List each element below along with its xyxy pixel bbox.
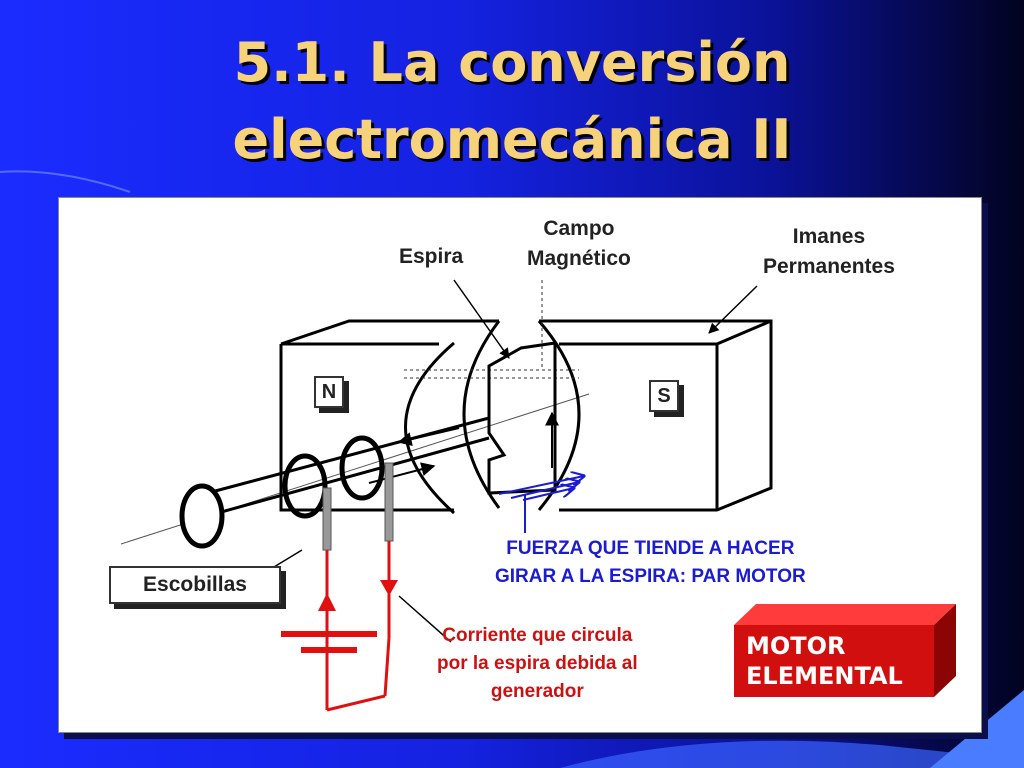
motor-badge-line1: MOTOR xyxy=(746,632,846,660)
imanes-permanentes-line1: Imanes xyxy=(792,225,866,248)
north-pole-label: N xyxy=(314,376,344,408)
battery-circuit xyxy=(281,541,391,712)
slip-ring xyxy=(339,435,385,501)
shaft xyxy=(203,416,490,516)
imanes-permanentes-label: Imanes Permanentes xyxy=(763,222,895,282)
motor-badge-3d xyxy=(734,604,956,697)
imanes-permanentes-line2: Permanentes xyxy=(763,255,895,278)
force-description-line1: FUERZA QUE TIENDE A HACER xyxy=(506,538,795,559)
force-description: FUERZA QUE TIENDE A HACER GIRAR A LA ESP… xyxy=(495,535,806,591)
current-description-line2: por la espira debida al xyxy=(437,653,638,674)
south-pole-label: S xyxy=(649,380,679,412)
slip-ring xyxy=(179,483,225,549)
south-magnet xyxy=(539,319,773,512)
coil-loop xyxy=(487,341,557,495)
brush xyxy=(322,487,332,551)
force-arrows xyxy=(498,476,584,533)
campo-magnetico-line2: Magnético xyxy=(527,247,631,270)
slip-ring xyxy=(282,453,328,519)
campo-magnetico-label: Campo Magnético xyxy=(527,214,631,274)
espira-label: Espira xyxy=(399,245,464,268)
brush xyxy=(384,462,394,542)
north-magnet xyxy=(279,319,499,512)
slide-title-line1: 5.1. La conversión xyxy=(233,31,791,94)
slide-title-line2: electromecánica II xyxy=(232,108,792,171)
motor-elemental-badge: MOTOR ELEMENTAL xyxy=(734,625,934,697)
pole-face-left xyxy=(404,341,456,515)
escobillas-label: Escobillas xyxy=(109,566,281,604)
pole-face-right xyxy=(462,320,501,509)
force-description-line2: GIRAR A LA ESPIRA: PAR MOTOR xyxy=(495,566,806,587)
motor-diagram xyxy=(120,279,773,712)
motor-badge-line2: ELEMENTAL xyxy=(746,662,903,690)
campo-magnetico-line1: Campo xyxy=(543,217,615,240)
current-description-line1: Corriente que circula xyxy=(442,625,633,646)
current-description: Corriente que circula por la espira debi… xyxy=(437,622,638,706)
current-description-line3: generador xyxy=(490,681,584,702)
